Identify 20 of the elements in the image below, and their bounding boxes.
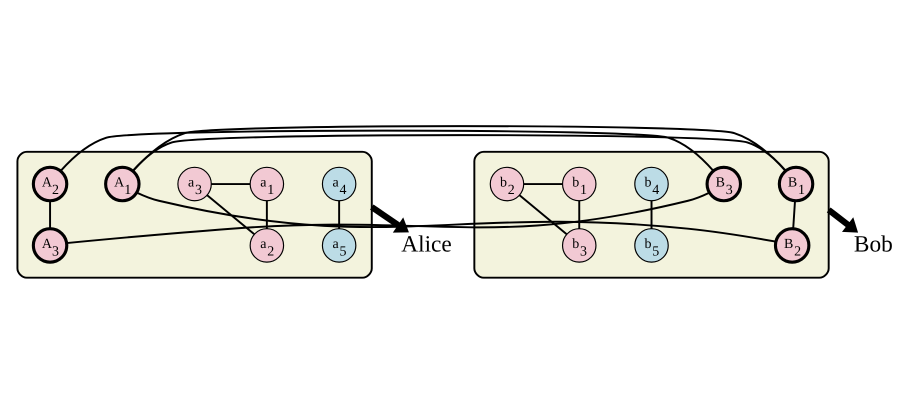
- arrow: [370, 204, 409, 233]
- connector: [266, 200, 268, 229]
- connector: [578, 200, 580, 229]
- connector: [338, 200, 340, 229]
- connector: [206, 194, 255, 235]
- connector: [650, 200, 652, 229]
- node-text: Bob: [854, 231, 893, 258]
- cluster: [473, 150, 830, 279]
- connector: [136, 192, 776, 243]
- connector: [66, 192, 710, 244]
- connector: [49, 200, 52, 229]
- arrow: [826, 207, 858, 233]
- connector: [792, 200, 796, 229]
- connector: [132, 125, 786, 172]
- connector: [212, 183, 250, 186]
- connector: [60, 130, 714, 172]
- connector: [518, 194, 568, 235]
- cluster: [16, 150, 373, 279]
- connector: [524, 183, 562, 186]
- node-text: Alice: [401, 231, 452, 258]
